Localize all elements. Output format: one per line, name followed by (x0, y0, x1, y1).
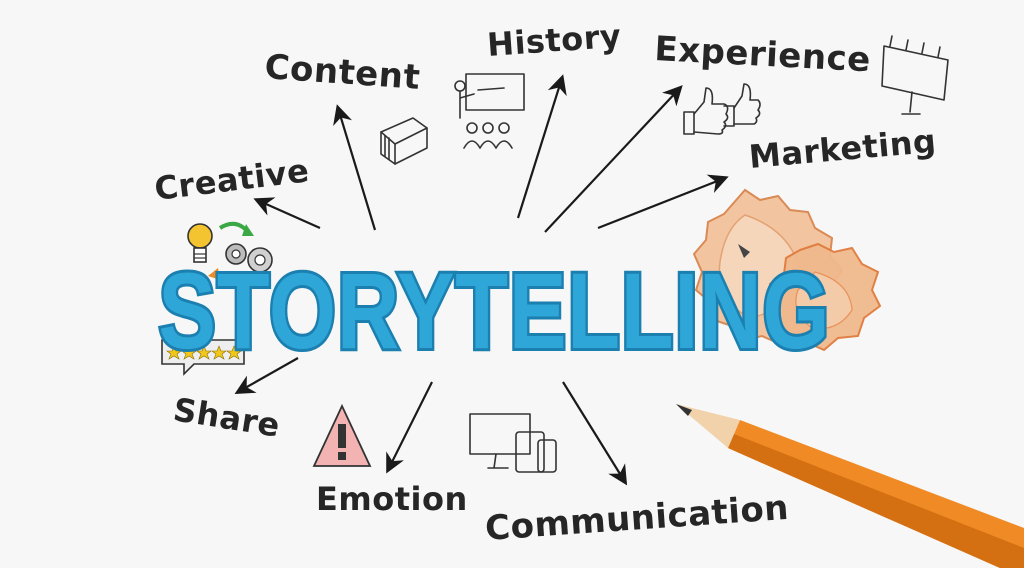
label-emotion: Emotion (316, 480, 468, 518)
arrow-history (516, 74, 567, 219)
label-creative: Creative (152, 151, 311, 208)
label-communication: Communication (484, 488, 790, 549)
label-history: History (486, 17, 623, 64)
pencil-body-shade (728, 434, 1024, 568)
arrow-emotion (386, 381, 433, 474)
pencil (676, 404, 1024, 568)
pencil-shavings (692, 188, 882, 352)
label-share: Share (171, 390, 283, 444)
shaving-small-inner (795, 271, 853, 330)
arrow-experience (544, 85, 683, 233)
pencil-lead (676, 404, 692, 416)
lightbulb-gears-icon (187, 221, 273, 282)
arrow-marketing (597, 174, 729, 230)
label-experience: Experience (654, 29, 872, 80)
rating-stars-icon (161, 339, 245, 376)
arrow-creative (253, 197, 321, 230)
label-content: Content (263, 47, 421, 98)
arrow-content (333, 104, 377, 231)
star-2 (181, 345, 197, 360)
star-3 (196, 345, 212, 360)
graphite-tip (738, 244, 750, 258)
billboard-icon (881, 35, 949, 115)
star-5 (226, 345, 242, 360)
devices-icon (469, 413, 557, 473)
star-4 (211, 345, 227, 360)
label-marketing: Marketing (747, 122, 937, 176)
presentation-icon (454, 73, 525, 149)
arrows (234, 74, 729, 486)
center-title-shadow: STORYTELLING (158, 250, 830, 371)
arrow-communication (562, 381, 628, 486)
center-title: STORYTELLING (158, 250, 830, 371)
book-icon (380, 117, 428, 165)
pencil-wood (676, 404, 740, 448)
star-1 (166, 345, 182, 360)
thumbs-up-icon (683, 83, 761, 135)
arrow-share (234, 357, 299, 394)
warning-sign-icon (312, 403, 372, 467)
